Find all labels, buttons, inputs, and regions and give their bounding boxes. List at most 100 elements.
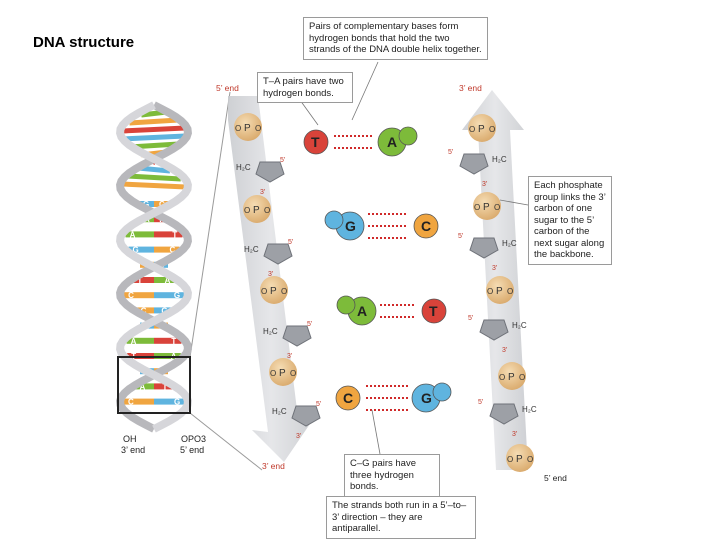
base-ring [324,210,344,230]
helix-rung [127,173,181,182]
helix-left-group: OH [123,434,137,444]
sugar-carbon: H₂C [236,163,251,172]
phosphate-atom: P [508,372,515,383]
oxygen-atom: O [499,373,505,382]
right-strand-top-end: 3’ end [459,83,482,93]
helix-base-letter: G [133,246,139,255]
right-strand-bottom-end: 5’ end [544,473,567,483]
phosphate-group [243,195,271,223]
callout-ta-pairs: T–A pairs have two hydrogen bonds. [257,72,353,103]
sugar-rings: H₂C5’3’H₂C5’3’H₂C5’3’H₂C5’3’H₂C5’3’H₂C5’… [236,149,537,440]
helix-base-letter: T [162,382,167,391]
sugar-carbon: H₂C [263,327,278,336]
helix-base-letter: G [174,398,180,407]
helix-base-letter: C [169,246,175,255]
helix-base-letter: A [165,276,171,285]
helix-base-right [154,246,180,253]
five-prime-label: 5’ [288,239,294,246]
oxygen-atom: O [469,125,475,134]
oxygen-atom: O [270,369,276,378]
helix-rung [122,133,186,142]
helix-right-group: OPO3 [181,434,207,444]
phosphate-atom: P [244,123,251,134]
helix-base-letter: A [131,337,137,346]
left-strand-bottom-end: 3’ end [262,461,285,471]
helix-base-right [154,201,169,207]
helix-backbone-2 [116,101,192,433]
helix-base-letter: T [137,276,142,285]
helix-base-left [126,337,154,344]
phosphate-atom: P [478,124,485,135]
callout-cg-pairs: C–G pairs have three hydrogen bonds. [344,454,440,497]
sugar-ring [282,325,312,347]
base-ring [432,382,452,402]
oxygen-atom: O [264,206,270,215]
helix-base-letter: T [171,337,176,346]
left-strand-top-end: 5’ end [216,83,239,93]
helix-base-left [135,383,154,390]
pointer-ta [299,99,319,126]
phosphate-atom: P [516,454,523,465]
oxygen-atom: O [281,287,287,296]
helix-base-letter: A [140,382,146,391]
phosphate-group [506,444,534,472]
zoom-line-bottom [189,412,263,471]
helix-base-letter: T [172,230,177,239]
pointer-cg [371,409,381,455]
three-prime-label: 3’ [482,181,488,188]
sugar-carbon: H₂C [512,321,527,330]
sugar-carbon: H₂C [502,239,517,248]
sugar-ring [459,153,489,175]
three-prime-label: 3’ [268,271,274,278]
sugar-carbon: H₂C [244,245,259,254]
phosphate-group [468,114,496,142]
phosphate-atom: P [496,286,503,297]
sugar-ring [479,319,509,341]
base-letter: G [421,390,432,406]
phosphate-group [260,276,288,304]
helix-rung [122,181,186,190]
base-letter: G [345,218,356,234]
base-ring [398,126,418,146]
base-C [413,213,439,239]
three-prime-label: 3’ [296,433,302,440]
helix-base-right [154,307,172,314]
phosphate-group [486,276,514,304]
phosphate-atom: P [279,368,286,379]
helix-left-end: 3’ end [121,445,146,455]
helix-base-left [124,398,154,405]
helix-base-left [128,246,154,253]
phosphate-group [473,192,501,220]
sugar-ring [469,237,499,259]
oxygen-atom: O [290,369,296,378]
base-ring [336,295,356,315]
five-prime-label: 5’ [280,157,286,164]
helix-base-left [125,231,154,238]
helix-base-letter: G [161,306,167,315]
helix-base-right [154,231,183,238]
oxygen-atom: O [474,203,480,212]
base-T [303,129,329,155]
helix-base-right [154,277,175,283]
phosphate-atom: P [483,202,490,213]
sugar-ring [489,403,519,425]
pointer-phosphate [499,199,529,206]
phosphate-atom: P [253,205,260,216]
helix-base-letter: C [141,306,147,315]
oxygen-atom: O [261,287,267,296]
base-letter: C [421,218,431,234]
base-letter: T [429,303,438,319]
helix-rung [122,125,186,134]
five-prime-label: 5’ [458,233,464,240]
phosphate-group [269,358,297,386]
pointer-complementary [351,61,379,121]
helix-zoom-box [117,356,191,414]
base-letter: A [357,303,367,319]
helix-base-left [139,201,154,207]
oxygen-atom: O [244,206,250,215]
sugar-carbon: H₂C [492,155,507,164]
helix-base-right [154,337,182,344]
